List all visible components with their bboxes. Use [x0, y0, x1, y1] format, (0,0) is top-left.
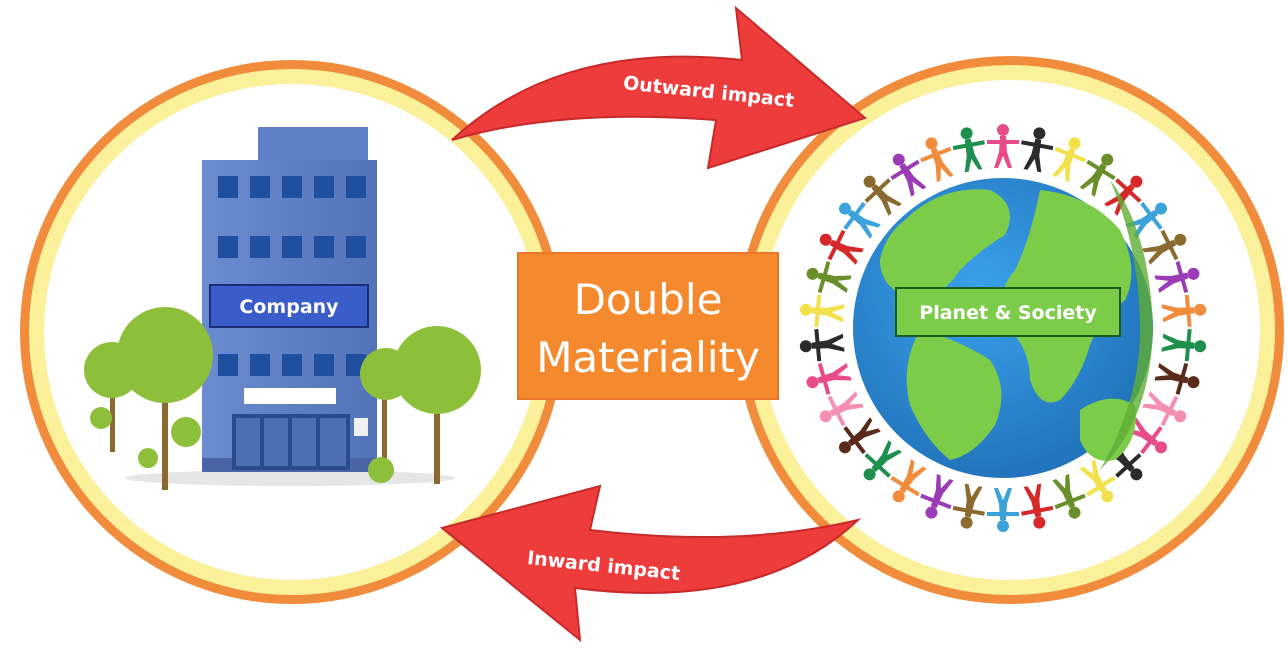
center-label-line2: Materiality — [536, 333, 760, 382]
person-figure — [987, 488, 1019, 532]
person-figure — [1079, 153, 1116, 197]
person-figure — [1154, 362, 1200, 395]
people-ring-icon — [799, 124, 1207, 532]
person-figure — [890, 153, 927, 197]
person-figure — [806, 261, 852, 294]
person-figure — [1125, 417, 1168, 455]
person-figure — [838, 417, 881, 455]
person-figure — [920, 137, 954, 183]
tree-icon — [84, 307, 213, 490]
person-figure — [819, 391, 864, 427]
person-figure — [1052, 137, 1086, 183]
person-figure — [890, 459, 927, 503]
planet-label-box: Planet & Society — [895, 287, 1121, 337]
inward-impact-arrow: Inward impact — [439, 484, 862, 643]
outward-impact-arrow: Outward impact — [451, 5, 868, 170]
person-figure — [806, 362, 852, 395]
tree-icon-right — [360, 326, 481, 484]
person-figure — [799, 294, 845, 327]
person-figure — [819, 229, 864, 265]
person-figure — [1161, 294, 1207, 327]
person-figure — [952, 483, 985, 529]
person-figure — [1021, 127, 1054, 173]
person-figure — [1161, 329, 1207, 362]
person-figure — [838, 201, 881, 239]
person-figure — [1104, 175, 1143, 216]
person-figure — [1142, 391, 1187, 427]
person-figure — [920, 473, 954, 519]
person-figure — [987, 124, 1019, 168]
person-figure — [1021, 483, 1054, 529]
person-figure — [1104, 440, 1143, 481]
person-figure — [863, 175, 902, 216]
person-figure — [863, 440, 902, 481]
person-figure — [952, 127, 985, 173]
person-figure — [1125, 201, 1168, 239]
planet-label: Planet & Society — [919, 302, 1097, 324]
person-figure — [1079, 459, 1116, 503]
person-figure — [1142, 229, 1187, 265]
person-figure — [1052, 473, 1086, 519]
center-label-line1: Double — [574, 275, 723, 324]
company-label-box: Company — [209, 284, 369, 328]
person-figure — [1154, 261, 1200, 294]
person-figure — [799, 329, 845, 362]
double-materiality-box: Double Materiality — [517, 252, 779, 400]
company-label: Company — [239, 296, 339, 318]
